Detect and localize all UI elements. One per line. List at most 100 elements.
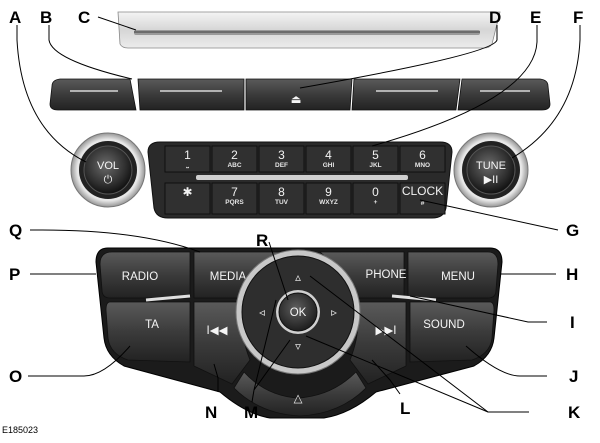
tune-label: TUNE xyxy=(476,160,506,172)
hazard-button[interactable] xyxy=(233,371,367,417)
keypad-key-face xyxy=(352,182,399,215)
keypad-key-face xyxy=(305,182,352,215)
callout-l: L xyxy=(400,399,410,418)
down-arrow-icon: ▿ xyxy=(295,341,301,353)
sound-label: SOUND xyxy=(423,319,465,331)
callout-c: C xyxy=(78,8,90,27)
hazard-icon: △ xyxy=(294,393,304,405)
callout-r: R xyxy=(256,231,268,250)
up-arrow-icon: ▵ xyxy=(295,272,301,284)
ta-button[interactable] xyxy=(105,301,191,363)
keypad-key-face xyxy=(164,182,211,215)
callout-f: F xyxy=(573,8,583,27)
keypad-key-number: 0 xyxy=(372,185,379,199)
callout-q: Q xyxy=(9,221,22,240)
eject-button[interactable] xyxy=(245,78,353,111)
keypad-key[interactable]: CLOCK # xyxy=(399,182,446,215)
keypad-key[interactable]: 1⎵ xyxy=(164,145,211,173)
keypad-key-letters: WXYZ xyxy=(319,199,338,206)
callout-e: E xyxy=(530,8,541,27)
keypad: 1⎵2ABC3DEF4GHI5JKL6MNO✱7PQRS8TUV9WXYZ0+C… xyxy=(147,141,453,219)
sound-button[interactable] xyxy=(409,301,495,363)
leader-lines xyxy=(16,16,581,413)
keypad-key-number: 4 xyxy=(325,148,332,162)
preset-bar: ⏏ xyxy=(49,78,551,111)
ta-label: TA xyxy=(145,319,159,331)
callout-o: O xyxy=(9,367,22,386)
keypad-key-face xyxy=(399,145,446,173)
menu-button[interactable] xyxy=(407,251,499,299)
callout-g: G xyxy=(566,221,579,240)
keypad-key-number: 1 xyxy=(184,148,191,162)
keypad-key-number: 8 xyxy=(278,185,285,199)
keypad-key-letters: + xyxy=(374,199,378,206)
callout-p: P xyxy=(9,265,20,284)
callout-a: A xyxy=(9,8,21,27)
cd-slot[interactable] xyxy=(117,11,501,49)
radio-label: RADIO xyxy=(122,271,158,283)
ok-button[interactable] xyxy=(278,292,318,332)
keypad-light-bar xyxy=(196,175,408,180)
power-icon: ⏻ xyxy=(104,174,113,186)
right-light-bar xyxy=(391,294,437,302)
keypad-key-letters: ABC xyxy=(227,162,241,169)
keypad-key-face xyxy=(258,182,305,215)
keypad-key-number: 7 xyxy=(231,185,238,199)
eject-icon: ⏏ xyxy=(291,94,302,106)
ok-label: OK xyxy=(290,307,307,319)
media-label: MEDIA xyxy=(210,271,247,283)
keypad-key-number: 9 xyxy=(325,185,332,199)
keypad-keys: 1⎵2ABC3DEF4GHI5JKL6MNO✱7PQRS8TUV9WXYZ0+C… xyxy=(164,145,446,215)
keypad-key-face xyxy=(305,145,352,173)
keypad-key-letters: PQRS xyxy=(225,199,244,206)
radio-button[interactable] xyxy=(99,251,191,299)
preset-button-1[interactable] xyxy=(49,78,137,111)
callout-n: N xyxy=(205,403,217,422)
menu-label: MENU xyxy=(441,271,475,283)
play-pause-icon: ▶II xyxy=(484,174,499,186)
keypad-key-number: 2 xyxy=(231,148,238,162)
preset-button-4[interactable] xyxy=(457,78,551,111)
right-arrow-icon: ▹ xyxy=(331,307,337,319)
keypad-key[interactable]: 0+ xyxy=(352,182,399,215)
keypad-key-letters: GHI xyxy=(323,162,335,169)
keypad-key-number: 3 xyxy=(278,148,285,162)
callout-labels: A B C D E F G H I J K L M N O P Q R xyxy=(9,8,583,422)
keypad-key-face xyxy=(211,182,258,215)
callout-b: B xyxy=(40,8,52,27)
keypad-key-letters: JKL xyxy=(369,162,381,169)
main-control-cluster: RADIO MEDIA PHONE MENU TA I◀◀ ▶▶I SOUND … xyxy=(95,247,503,419)
seek-forward-icon: ▶▶I xyxy=(376,325,397,337)
left-arrow-icon: ◃ xyxy=(259,307,265,319)
tune-knob[interactable]: TUNE ▶II xyxy=(453,132,529,208)
figure-id: E185023 xyxy=(2,425,39,435)
callout-k: K xyxy=(568,403,581,422)
callout-h: H xyxy=(566,265,578,284)
seek-back-icon: I◀◀ xyxy=(207,325,229,337)
volume-knob[interactable]: VOL ⏻ xyxy=(70,132,146,208)
preset-button-2[interactable] xyxy=(137,78,245,111)
keypad-key-face xyxy=(164,145,211,173)
keypad-key-number: CLOCK xyxy=(402,184,443,198)
keypad-key-face xyxy=(399,182,446,215)
phone-label: PHONE xyxy=(366,269,407,281)
keypad-key-letters: MNO xyxy=(415,162,430,169)
keypad-key-face xyxy=(258,145,305,173)
preset-button-3[interactable] xyxy=(351,78,461,111)
keypad-key[interactable]: ✱ xyxy=(164,182,211,215)
keypad-key-number: 5 xyxy=(372,148,379,162)
keypad-key-number: ✱ xyxy=(182,185,192,199)
keypad-key-face xyxy=(211,145,258,173)
keypad-key-letters: # xyxy=(421,200,425,207)
volume-label: VOL xyxy=(97,160,119,172)
